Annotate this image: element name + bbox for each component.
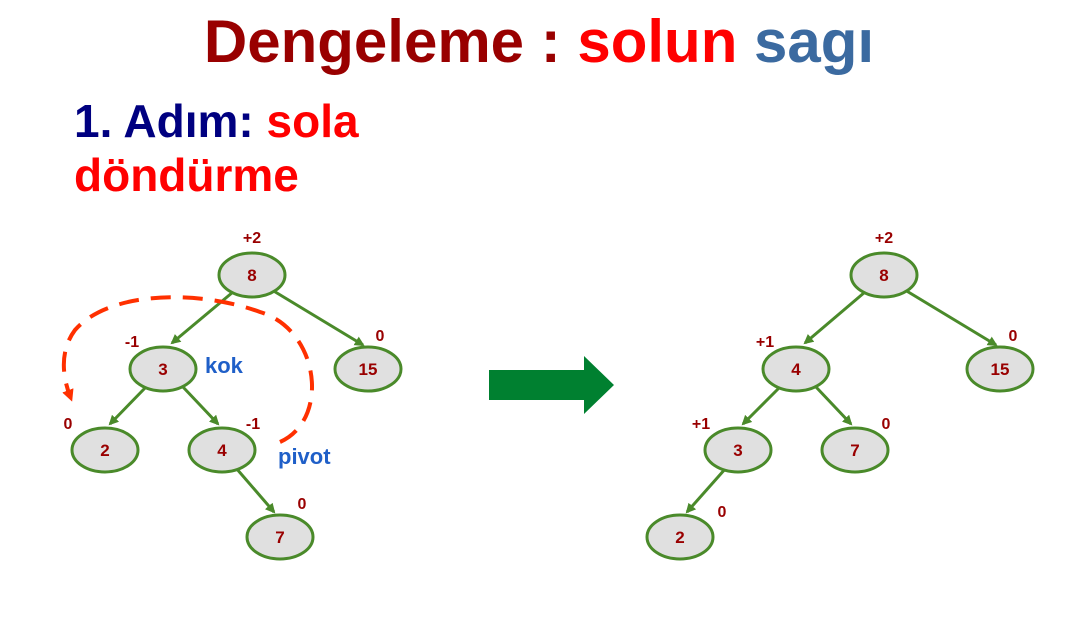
title-part-left: solun	[577, 8, 755, 75]
left-node-3-value: 3	[158, 360, 167, 379]
step-prefix: 1. Adım:	[74, 95, 267, 147]
edge-r-4-3	[741, 385, 782, 426]
right-node-4: 4	[761, 345, 831, 393]
kok-label: kok	[205, 353, 244, 378]
edge-r-8-4	[803, 290, 866, 345]
edge-3-2	[108, 385, 148, 426]
left-balance-4: -1	[246, 416, 260, 433]
left-tree-nodes: 8 3 15 2 4 7	[70, 251, 403, 561]
left-tree-balances: +2 -1 0 0 -1 0	[64, 230, 385, 513]
slide-title: Dengeleme : solun sagı	[0, 6, 1078, 78]
right-balance-3: +1	[692, 416, 710, 433]
title-part-right: sagı	[754, 8, 875, 75]
left-node-8: 8	[217, 251, 287, 299]
right-balance-15: 0	[1009, 328, 1018, 345]
edge-r-8-15	[904, 288, 998, 347]
right-tree-nodes: 8 4 15 3 7 2	[645, 251, 1035, 561]
right-node-7-value: 7	[850, 441, 859, 460]
title-part-balancing: Dengeleme :	[203, 8, 578, 75]
left-node-4-value: 4	[217, 441, 227, 460]
step-heading: 1. Adım: sola döndürme	[74, 94, 434, 202]
left-balance-7: 0	[298, 496, 307, 513]
left-node-2: 2	[70, 426, 140, 474]
right-node-8: 8	[849, 251, 919, 299]
step-action-line2: döndürme	[74, 149, 299, 201]
left-tree-edges	[108, 288, 365, 514]
step-action-line1: sola	[266, 95, 359, 147]
left-balance-15: 0	[376, 328, 385, 345]
left-balance-3: -1	[125, 334, 139, 351]
edge-4-7	[234, 467, 276, 514]
right-balance-8: +2	[875, 230, 893, 247]
edge-3-4	[181, 385, 220, 426]
edge-r-3-2	[685, 467, 728, 514]
right-tree-balances: +2 +1 0 +1 0 0	[692, 230, 1018, 521]
left-node-7: 7	[245, 513, 315, 561]
right-node-4-value: 4	[791, 360, 801, 379]
left-node-7-value: 7	[275, 528, 284, 547]
left-balance-8: +2	[243, 230, 261, 247]
left-balance-2: 0	[64, 416, 73, 433]
right-arrow-icon	[489, 356, 614, 414]
left-node-2-value: 2	[100, 441, 109, 460]
right-node-3-value: 3	[733, 441, 742, 460]
right-node-15-value: 15	[991, 360, 1010, 379]
right-node-15: 15	[965, 345, 1035, 393]
pivot-label: pivot	[278, 444, 331, 469]
right-node-3: 3	[703, 426, 773, 474]
right-node-8-value: 8	[879, 266, 888, 285]
edge-r-4-7	[814, 385, 853, 426]
right-node-2-value: 2	[675, 528, 684, 547]
edge-8-15	[271, 288, 365, 347]
left-node-15-value: 15	[359, 360, 378, 379]
right-balance-4: +1	[756, 334, 774, 351]
left-node-3: 3	[128, 345, 198, 393]
left-node-15: 15	[333, 345, 403, 393]
left-node-8-value: 8	[247, 266, 256, 285]
right-balance-2: 0	[718, 504, 727, 521]
right-node-2: 2	[645, 513, 715, 561]
right-tree-edges	[685, 288, 998, 514]
left-node-4: 4	[187, 426, 257, 474]
right-balance-7: 0	[882, 416, 891, 433]
right-node-7: 7	[820, 426, 890, 474]
rotation-arrow	[61, 295, 314, 444]
